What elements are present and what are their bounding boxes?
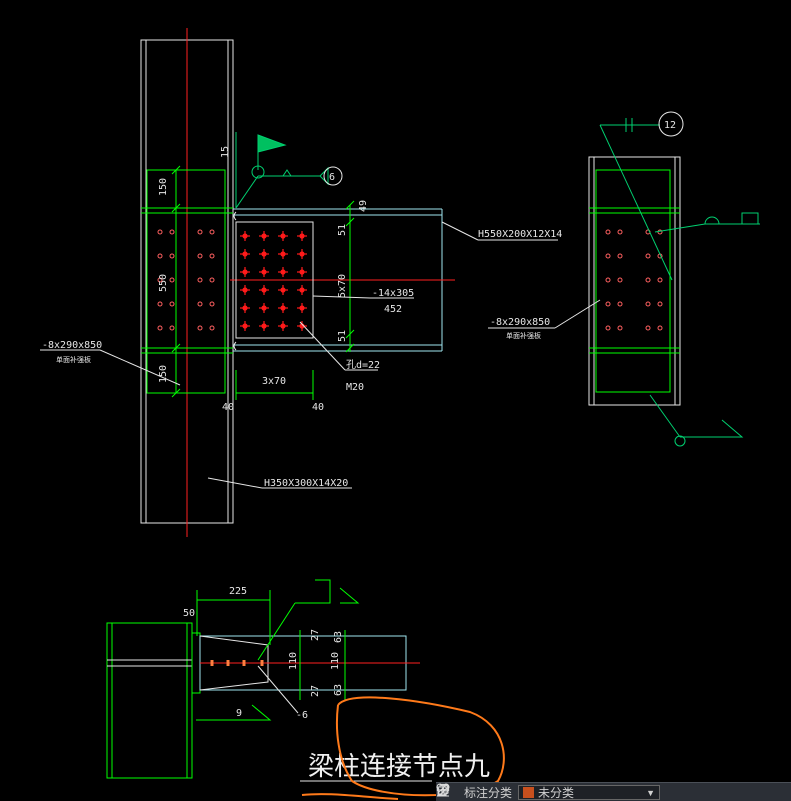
side-view-circle-number: 12	[664, 120, 676, 131]
column-bolt-holes	[157, 229, 215, 331]
beam-bolt	[240, 321, 250, 331]
edit-icon[interactable]	[437, 783, 686, 801]
plan-dim-50: 50	[183, 608, 195, 619]
field-weld-flag-icon	[257, 134, 287, 153]
beam-bolt	[240, 249, 250, 259]
annotation-category-select[interactable]: 未分类 ▼	[518, 785, 661, 800]
dim-15: 15	[220, 146, 231, 158]
beam-bolt	[297, 249, 307, 259]
stiffener-note: 单面补强板	[56, 355, 91, 364]
beam-bolt	[259, 303, 269, 313]
beam-bolt	[297, 231, 307, 241]
beam-bolt	[259, 231, 269, 241]
markup-annotation-curve	[301, 696, 505, 800]
side-view	[488, 111, 760, 447]
beam-bolt	[259, 249, 269, 259]
beam-bolt	[259, 321, 269, 331]
side-stiffener-note: 单面补强板	[506, 331, 541, 340]
beam-bolt	[278, 267, 288, 277]
side-view-ref-circle	[658, 111, 684, 137]
beam-bolt	[240, 303, 250, 313]
weld-symbol-number: 6	[329, 172, 335, 183]
dim-150-top: 150	[158, 178, 169, 196]
beam-bolt	[297, 267, 307, 277]
column-elevation	[140, 28, 234, 537]
leaders-elevation	[40, 221, 558, 489]
splice-plate	[235, 221, 314, 339]
annotation-category-label: 标注分类	[464, 786, 513, 800]
plan-dim-110-left: 110	[288, 652, 299, 670]
stiffener-label: -8x290x850	[42, 340, 102, 351]
chevron-down-icon: ▼	[646, 787, 656, 798]
plan-dim-27-top: 27	[310, 629, 321, 641]
beam-bolt	[278, 249, 288, 259]
dim-5x70: 5x70	[337, 274, 348, 298]
column-section-label: H350X300X14X20	[264, 478, 348, 489]
weld-symbol	[235, 132, 343, 209]
category-color-swatch	[523, 787, 535, 798]
bolt-label: M20	[346, 382, 364, 393]
beam-bolt	[278, 303, 288, 313]
beam-bolt	[297, 321, 307, 331]
beam-elevation	[230, 200, 455, 400]
beam-bolt	[240, 285, 250, 295]
beam-bolt	[297, 303, 307, 313]
plan-view	[106, 579, 420, 779]
beam-bolt	[297, 285, 307, 295]
plan-dim-110-right: 110	[330, 652, 341, 670]
copy-icon[interactable]	[437, 783, 738, 801]
plan-plate-label: -6	[296, 710, 308, 721]
weld-ref-circle	[323, 166, 343, 186]
dim-150-bottom: 150	[158, 365, 169, 383]
dim-49: 49	[358, 200, 369, 212]
splice-plate-label: -14x305	[372, 288, 414, 299]
plan-dim-225: 225	[229, 586, 247, 597]
beam-bolt	[240, 267, 250, 277]
beam-bolt-group	[240, 231, 307, 331]
hole-label: 孔d=22	[346, 359, 380, 371]
dim-40-right: 40	[312, 402, 324, 413]
beam-bolt	[259, 267, 269, 277]
plan-dim-9: 9	[236, 708, 242, 719]
splice-plate-length: 452	[384, 304, 402, 315]
annotation-statusbar: 标注分类 未分类 ▼	[436, 782, 791, 801]
beam-section-label: H550X200X12X14	[478, 229, 562, 240]
dim-3x70: 3x70	[262, 376, 286, 387]
plan-dim-63-bottom: 63	[333, 684, 344, 696]
dim-550: 550	[158, 274, 169, 292]
plan-dim-63-top: 63	[333, 631, 344, 643]
move-icon[interactable]	[436, 783, 712, 801]
annotation-category-value: 未分类	[538, 786, 575, 800]
beam-bolt	[278, 321, 288, 331]
beam-bolt	[278, 231, 288, 241]
drawing-title: 梁柱连接节点九	[308, 752, 490, 782]
dim-51-bottom: 51	[337, 330, 348, 342]
beam-bolt	[259, 285, 269, 295]
beam-bolt	[278, 285, 288, 295]
dim-51-top: 51	[337, 224, 348, 236]
plan-dim-27-bottom: 27	[310, 685, 321, 697]
beam-bolt	[240, 231, 250, 241]
dim-40-left: 40	[222, 402, 234, 413]
side-stiffener-label: -8x290x850	[490, 317, 550, 328]
